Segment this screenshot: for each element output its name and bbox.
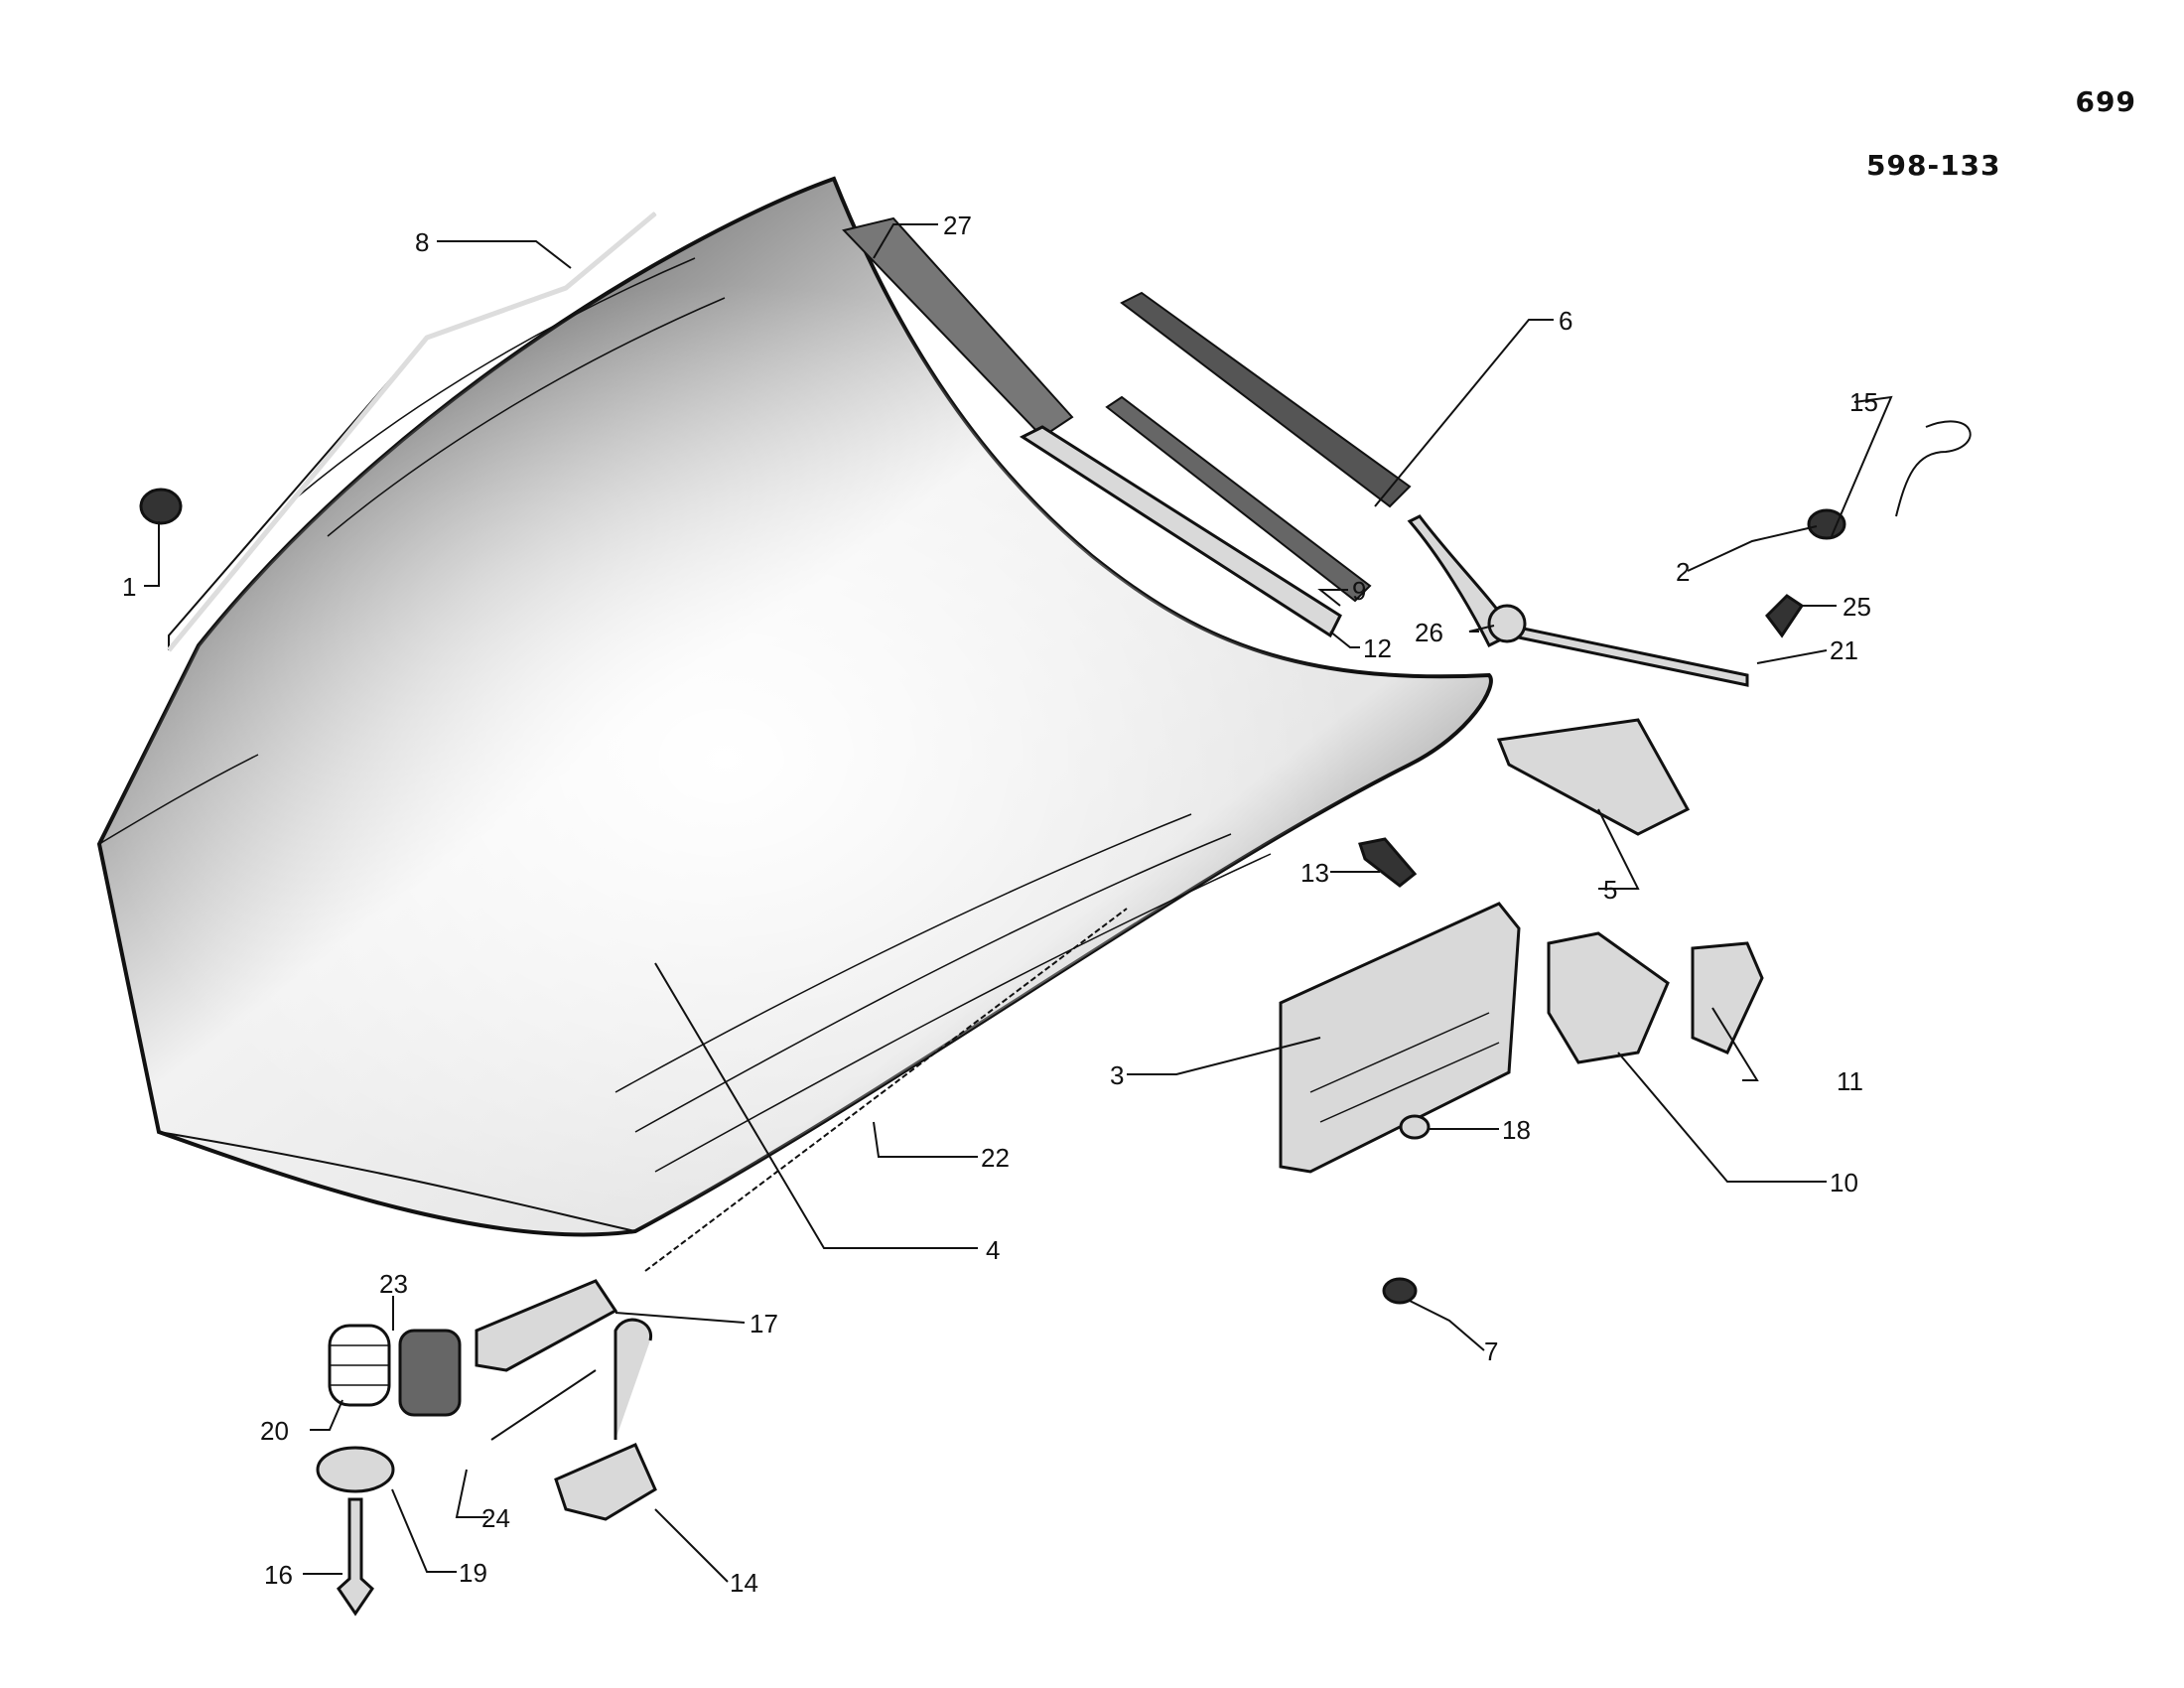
callout-5: 5 [1603, 875, 1617, 905]
callout-11: 11 [1837, 1066, 1863, 1096]
callout-labels: 1 2 3 4 5 6 7 8 9 10 11 12 13 14 15 16 1… [122, 211, 1878, 1598]
callout-16: 16 [264, 1560, 293, 1590]
callout-7: 7 [1484, 1336, 1498, 1366]
callout-10: 10 [1830, 1168, 1858, 1197]
nut-7 [1382, 1277, 1418, 1305]
callout-18: 18 [1502, 1115, 1531, 1145]
hinge-assembly-3 [1279, 902, 1521, 1174]
seal-strip-27 [842, 216, 1074, 439]
washer-18 [1399, 1114, 1431, 1140]
cap-19 [316, 1446, 395, 1493]
callout-13: 13 [1300, 858, 1329, 888]
seal-6 [1120, 291, 1412, 508]
callout-3: 3 [1110, 1060, 1124, 1090]
bolt-13 [1358, 837, 1418, 888]
callout-17: 17 [750, 1309, 778, 1338]
release-cable-22 [644, 908, 1128, 1272]
latch-plate-10 [1547, 931, 1670, 1064]
grommet-2 [1807, 508, 1846, 540]
spring-24 [490, 1369, 597, 1441]
callout-14: 14 [730, 1568, 758, 1598]
callout-25: 25 [1843, 592, 1871, 622]
bracket-5 [1496, 718, 1691, 836]
callout-9: 9 [1352, 576, 1366, 606]
callout-22: 22 [981, 1143, 1010, 1173]
spring-clip-15 [1895, 420, 1972, 517]
callout-8: 8 [415, 227, 429, 257]
page-number: 699 [2075, 85, 2136, 118]
callout-1: 1 [122, 572, 136, 602]
callout-26: 26 [1415, 618, 1443, 647]
bracket-11 [1691, 941, 1764, 1055]
pin-16 [337, 1497, 374, 1617]
spring-20 [328, 1324, 391, 1407]
callout-24: 24 [481, 1503, 510, 1533]
trim-strip-12 [1019, 425, 1342, 638]
callout-21: 21 [1830, 635, 1858, 665]
hook-14 [554, 1318, 657, 1521]
lock-bracket-17 [475, 1279, 618, 1372]
sleeve-23 [398, 1329, 462, 1417]
grommet-1 [139, 488, 183, 525]
hinge-arm-21 [1407, 514, 1749, 687]
reference-code: 598-133 [1866, 149, 2001, 182]
callout-12: 12 [1363, 633, 1392, 663]
callout-4: 4 [986, 1235, 1000, 1265]
callout-19: 19 [459, 1558, 487, 1588]
callout-15: 15 [1849, 387, 1878, 417]
hood-panel [96, 176, 1493, 1237]
callout-27: 27 [943, 211, 972, 240]
callout-2: 2 [1676, 557, 1690, 587]
seal-9 [1105, 395, 1372, 603]
callout-23: 23 [379, 1269, 408, 1299]
pivot-26 [1487, 604, 1527, 643]
clip-25 [1765, 594, 1805, 638]
callout-6: 6 [1559, 306, 1572, 336]
leader-lines [144, 223, 1893, 1583]
callout-20: 20 [260, 1416, 289, 1446]
